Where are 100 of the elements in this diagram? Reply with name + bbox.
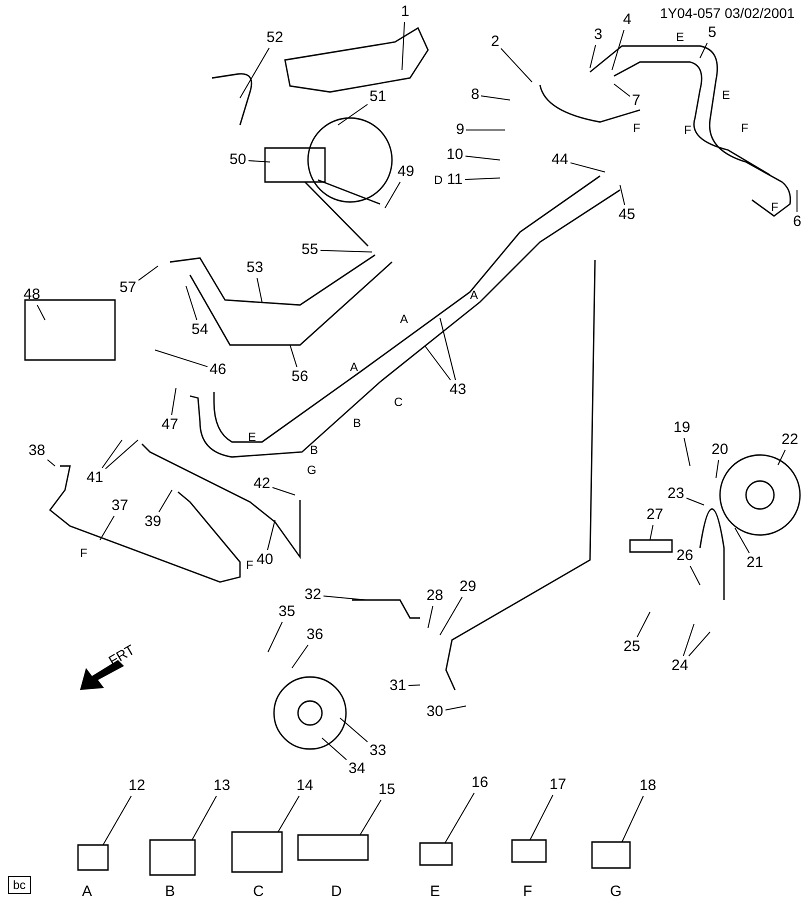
leader-line bbox=[100, 516, 115, 540]
line-letter: A bbox=[350, 360, 358, 374]
leader-line bbox=[340, 718, 368, 742]
leader-line bbox=[158, 490, 172, 512]
leader-line bbox=[428, 606, 434, 628]
leader-line bbox=[464, 178, 500, 180]
direction-label: FRT bbox=[106, 642, 137, 668]
leader-line bbox=[590, 44, 596, 68]
leader-line bbox=[36, 304, 46, 320]
clip-letter: C bbox=[253, 885, 264, 899]
leader-line bbox=[440, 596, 463, 636]
callout-number: 51 bbox=[370, 88, 386, 106]
callout-number: 18 bbox=[640, 777, 656, 795]
callout-number: 47 bbox=[162, 416, 178, 434]
leader-line bbox=[292, 644, 309, 668]
leader-line bbox=[268, 622, 283, 652]
leader-line bbox=[290, 344, 298, 368]
leader-line bbox=[320, 250, 372, 252]
clip-letter: E bbox=[430, 885, 440, 899]
callout-number: 39 bbox=[144, 513, 162, 531]
leader-line bbox=[186, 286, 198, 320]
callout-number: 21 bbox=[746, 554, 764, 572]
callout-number: 17 bbox=[550, 776, 566, 794]
leader-line bbox=[530, 794, 554, 840]
line-letter: F bbox=[246, 558, 254, 572]
callout-number: 37 bbox=[112, 497, 128, 515]
callout-number: 8 bbox=[471, 86, 480, 104]
leader-line bbox=[612, 30, 624, 70]
leader-line bbox=[323, 596, 366, 600]
line-letter: A bbox=[400, 312, 408, 326]
leader-line bbox=[444, 792, 475, 844]
illustrator-code: bc bbox=[8, 876, 31, 894]
line-letter: E bbox=[722, 88, 730, 102]
callout-number: 23 bbox=[668, 485, 684, 503]
leader-line bbox=[408, 684, 420, 686]
clip-letter: F bbox=[523, 885, 532, 899]
callout-number: 31 bbox=[390, 677, 406, 695]
callout-number: 49 bbox=[398, 163, 414, 181]
leader-line bbox=[620, 184, 626, 206]
callout-number: 19 bbox=[674, 419, 690, 437]
callout-number: 25 bbox=[624, 638, 640, 656]
callout-number: 34 bbox=[348, 760, 366, 778]
callout-number: 32 bbox=[304, 586, 322, 604]
leader-line bbox=[688, 632, 710, 656]
callout-number: 1 bbox=[401, 3, 410, 21]
callout-number: 56 bbox=[292, 368, 308, 386]
leader-line bbox=[102, 796, 132, 846]
leader-line bbox=[105, 440, 138, 470]
line-letter: C bbox=[394, 395, 403, 409]
leader-line bbox=[267, 520, 276, 550]
leader-line bbox=[465, 156, 500, 160]
leader-line bbox=[47, 459, 56, 466]
clip-letter: D bbox=[331, 885, 342, 899]
clip-letter: B bbox=[165, 885, 176, 899]
leader-line bbox=[614, 84, 630, 97]
callout-number: 33 bbox=[370, 742, 386, 760]
callout-number: 27 bbox=[646, 506, 664, 524]
line-letter: F bbox=[80, 546, 88, 560]
callout-number: 30 bbox=[426, 703, 444, 721]
line-letter: E bbox=[248, 430, 256, 444]
leader-line bbox=[650, 524, 654, 540]
callout-number: 44 bbox=[552, 151, 568, 169]
line-letter: G bbox=[307, 463, 316, 477]
leader-line bbox=[248, 160, 270, 162]
leader-line bbox=[322, 738, 347, 760]
clip-letter: A bbox=[82, 885, 92, 899]
callout-number: 22 bbox=[782, 431, 798, 449]
leader-line bbox=[734, 528, 750, 554]
line-letter: F bbox=[741, 121, 748, 135]
callout-number: 7 bbox=[632, 92, 640, 110]
callout-number: 50 bbox=[230, 151, 246, 169]
callout-number: 24 bbox=[672, 657, 688, 675]
leader-line bbox=[500, 48, 532, 82]
line-letter: B bbox=[353, 416, 362, 430]
leader-line bbox=[154, 350, 208, 368]
line-letter: F bbox=[684, 123, 692, 137]
callout-number: 13 bbox=[214, 777, 230, 795]
line-letter: B bbox=[310, 443, 318, 457]
callout-number: 48 bbox=[24, 286, 40, 304]
callout-number: 14 bbox=[296, 777, 314, 795]
callout-number: 16 bbox=[472, 774, 488, 792]
leader-line bbox=[360, 800, 382, 836]
callout-number: 53 bbox=[246, 259, 264, 277]
line-letter: F bbox=[633, 121, 640, 135]
leader-line bbox=[684, 438, 690, 466]
leader-line bbox=[716, 460, 720, 478]
callout-number: 20 bbox=[712, 441, 728, 459]
callout-number: 36 bbox=[306, 626, 324, 644]
callout-number: 29 bbox=[460, 578, 476, 596]
leader-line bbox=[445, 706, 466, 710]
callout-number: 3 bbox=[594, 26, 602, 44]
callout-number: 26 bbox=[676, 547, 694, 565]
leader-line bbox=[278, 796, 300, 832]
leader-line bbox=[138, 266, 158, 281]
leader-line bbox=[384, 182, 401, 208]
leader-line bbox=[424, 346, 451, 380]
leader-line bbox=[480, 95, 510, 100]
line-letter: A bbox=[470, 288, 478, 302]
leader-line bbox=[338, 104, 368, 126]
callout-number: 54 bbox=[192, 321, 208, 339]
